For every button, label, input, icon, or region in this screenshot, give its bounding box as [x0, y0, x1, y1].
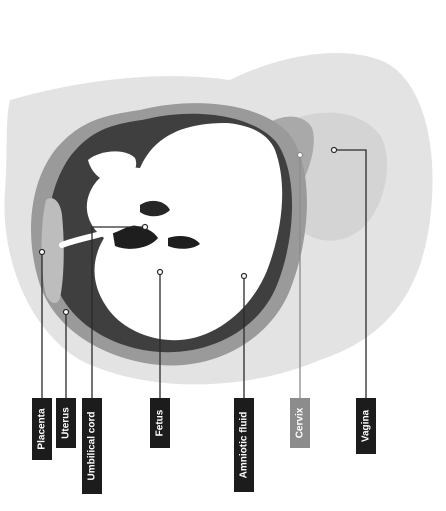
placenta-shape [42, 198, 64, 303]
label-vagina-text: Vagina [361, 410, 372, 442]
fetus-head [173, 123, 277, 227]
label-fetus-text: Fetus [155, 410, 166, 437]
label-uterus-text: Uterus [61, 407, 72, 439]
placenta-marker [40, 250, 45, 255]
label-placenta: Placenta [32, 398, 52, 460]
label-umbilical-cord-text: Umbilical cord [87, 412, 98, 481]
label-umbilical-cord: Umbilical cord [82, 398, 102, 494]
cervix-marker [298, 153, 303, 158]
label-placenta-text: Placenta [37, 408, 48, 449]
label-vagina: Vagina [356, 398, 376, 454]
label-amniotic-fluid-text: Amniotic fluid [239, 412, 250, 479]
vagina-marker [332, 148, 337, 153]
label-amniotic-fluid: Amniotic fluid [234, 398, 254, 492]
label-cervix-text: Cervix [295, 408, 306, 439]
label-uterus: Uterus [56, 398, 76, 448]
amniotic-fluid-marker [242, 274, 247, 279]
label-cervix: Cervix [290, 398, 310, 448]
fetus-marker [158, 270, 163, 275]
umbilical-cord-marker [143, 225, 148, 230]
label-fetus: Fetus [150, 398, 170, 448]
uterus-marker [64, 310, 69, 315]
